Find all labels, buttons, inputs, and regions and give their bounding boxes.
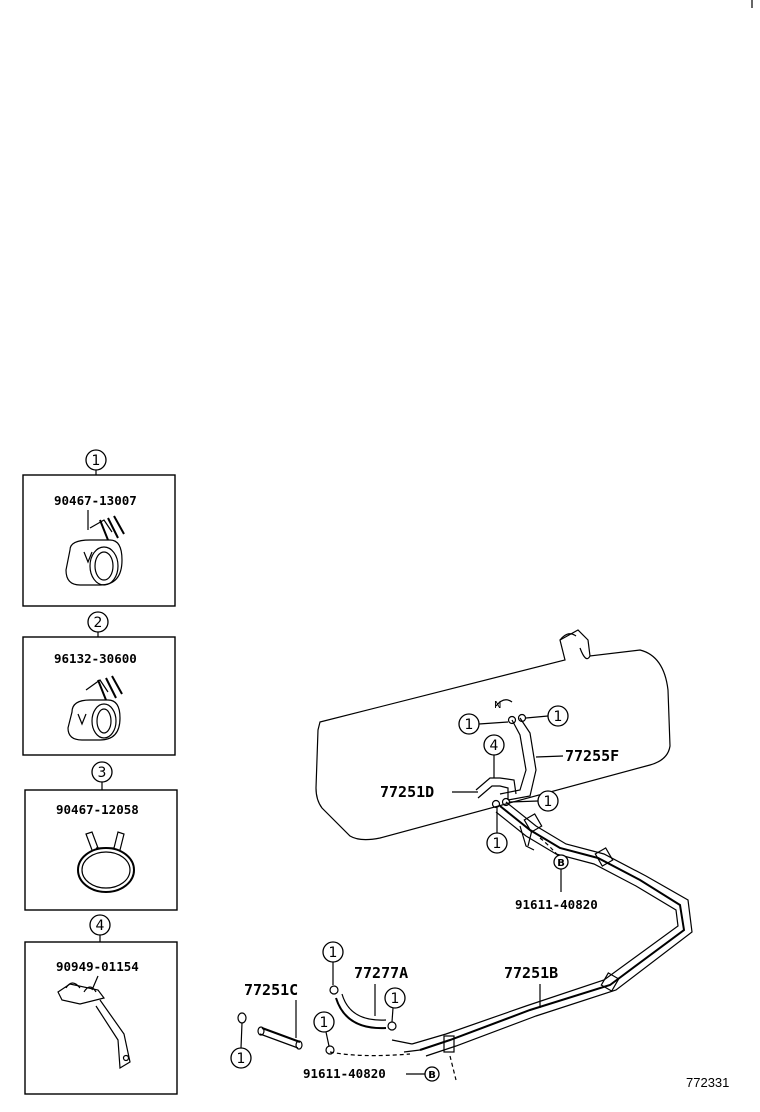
hose-end (495, 699, 513, 707)
label-77251B: 77251B (504, 964, 558, 982)
label-77251D: 77251D (380, 783, 434, 801)
legend-index-3: 3 (98, 765, 107, 781)
legend-item-2: 2 96132-30600 (22, 611, 176, 756)
svg-text:B: B (428, 1070, 436, 1081)
figure-id: 772331 (686, 1075, 729, 1090)
filler-mark: N (494, 700, 501, 711)
legend-index-2: 2 (94, 615, 103, 631)
pipe-77251C (257, 1026, 303, 1050)
callout-clip-1h: 1 (230, 1022, 252, 1069)
callout-clip-1d: 1 (486, 808, 508, 854)
fuel-tank (315, 629, 671, 841)
ring-clamp-icon (77, 831, 135, 893)
label-77251C: 77251C (244, 981, 298, 999)
svg-text:1: 1 (465, 717, 474, 733)
svg-text:1: 1 (391, 991, 400, 1007)
legend-box-2 (22, 636, 176, 756)
legend-box-3 (24, 789, 178, 911)
legend-item-3: 3 90467-12058 (24, 761, 178, 911)
dashed-leader-b-lower (449, 1055, 457, 1081)
bolt-lower-icon (325, 1045, 335, 1055)
label-bolt-upper: 91611-40820 (515, 897, 598, 912)
callout-clip-1f: 1 (384, 987, 406, 1023)
svg-text:1: 1 (329, 945, 338, 961)
svg-text:1: 1 (320, 1015, 329, 1031)
legend-part-no-3: 90467-12058 (56, 802, 139, 817)
svg-text:1: 1 (544, 794, 553, 810)
svg-text:1: 1 (554, 709, 563, 725)
legend-box-1 (22, 474, 176, 607)
legend-item-4: 4 90949-01154 (24, 914, 178, 1095)
dashed-route-lower (329, 1051, 411, 1057)
legend-index-1: 1 (92, 453, 101, 469)
callout-clip-1a: 1 (458, 713, 509, 735)
clip-left (237, 1012, 247, 1024)
label-77277A: 77277A (354, 964, 408, 982)
pipe-77251B (411, 801, 693, 1057)
hose-clip-icon (65, 510, 125, 586)
callout-clip-1g: 1 (313, 1011, 335, 1047)
pipe-77251D (475, 777, 517, 809)
callout-clip-1c: 1 (509, 790, 559, 812)
svg-text:B: B (557, 858, 565, 869)
label-bolt-lower: 91611-40820 (303, 1066, 386, 1081)
callout-clip-1e: 1 (322, 941, 344, 985)
svg-text:4: 4 (490, 738, 499, 754)
bracket-clamp-icon (57, 975, 131, 1070)
marker-b-lower: B (424, 1066, 440, 1082)
hose-clip-small-icon (67, 675, 123, 741)
hose-77255F (499, 713, 537, 801)
legend-part-no-4: 90949-01154 (56, 959, 139, 974)
legend-part-no-1: 90467-13007 (54, 493, 137, 508)
marker-b-upper: B (553, 854, 569, 892)
callout-bracket-4: 4 (483, 734, 505, 778)
legend-index-4: 4 (96, 918, 105, 934)
svg-text:1: 1 (493, 836, 502, 852)
pipe-end (391, 1039, 421, 1053)
label-77255F: 77255F (565, 747, 619, 765)
svg-text:1: 1 (237, 1051, 246, 1067)
legend-item-1: 1 90467-13007 (22, 449, 176, 607)
dashed-leader-b-upper (539, 837, 561, 859)
callout-clip-1b: 1 (525, 705, 569, 727)
legend-box-4 (24, 941, 178, 1095)
legend-part-no-2: 96132-30600 (54, 651, 137, 666)
